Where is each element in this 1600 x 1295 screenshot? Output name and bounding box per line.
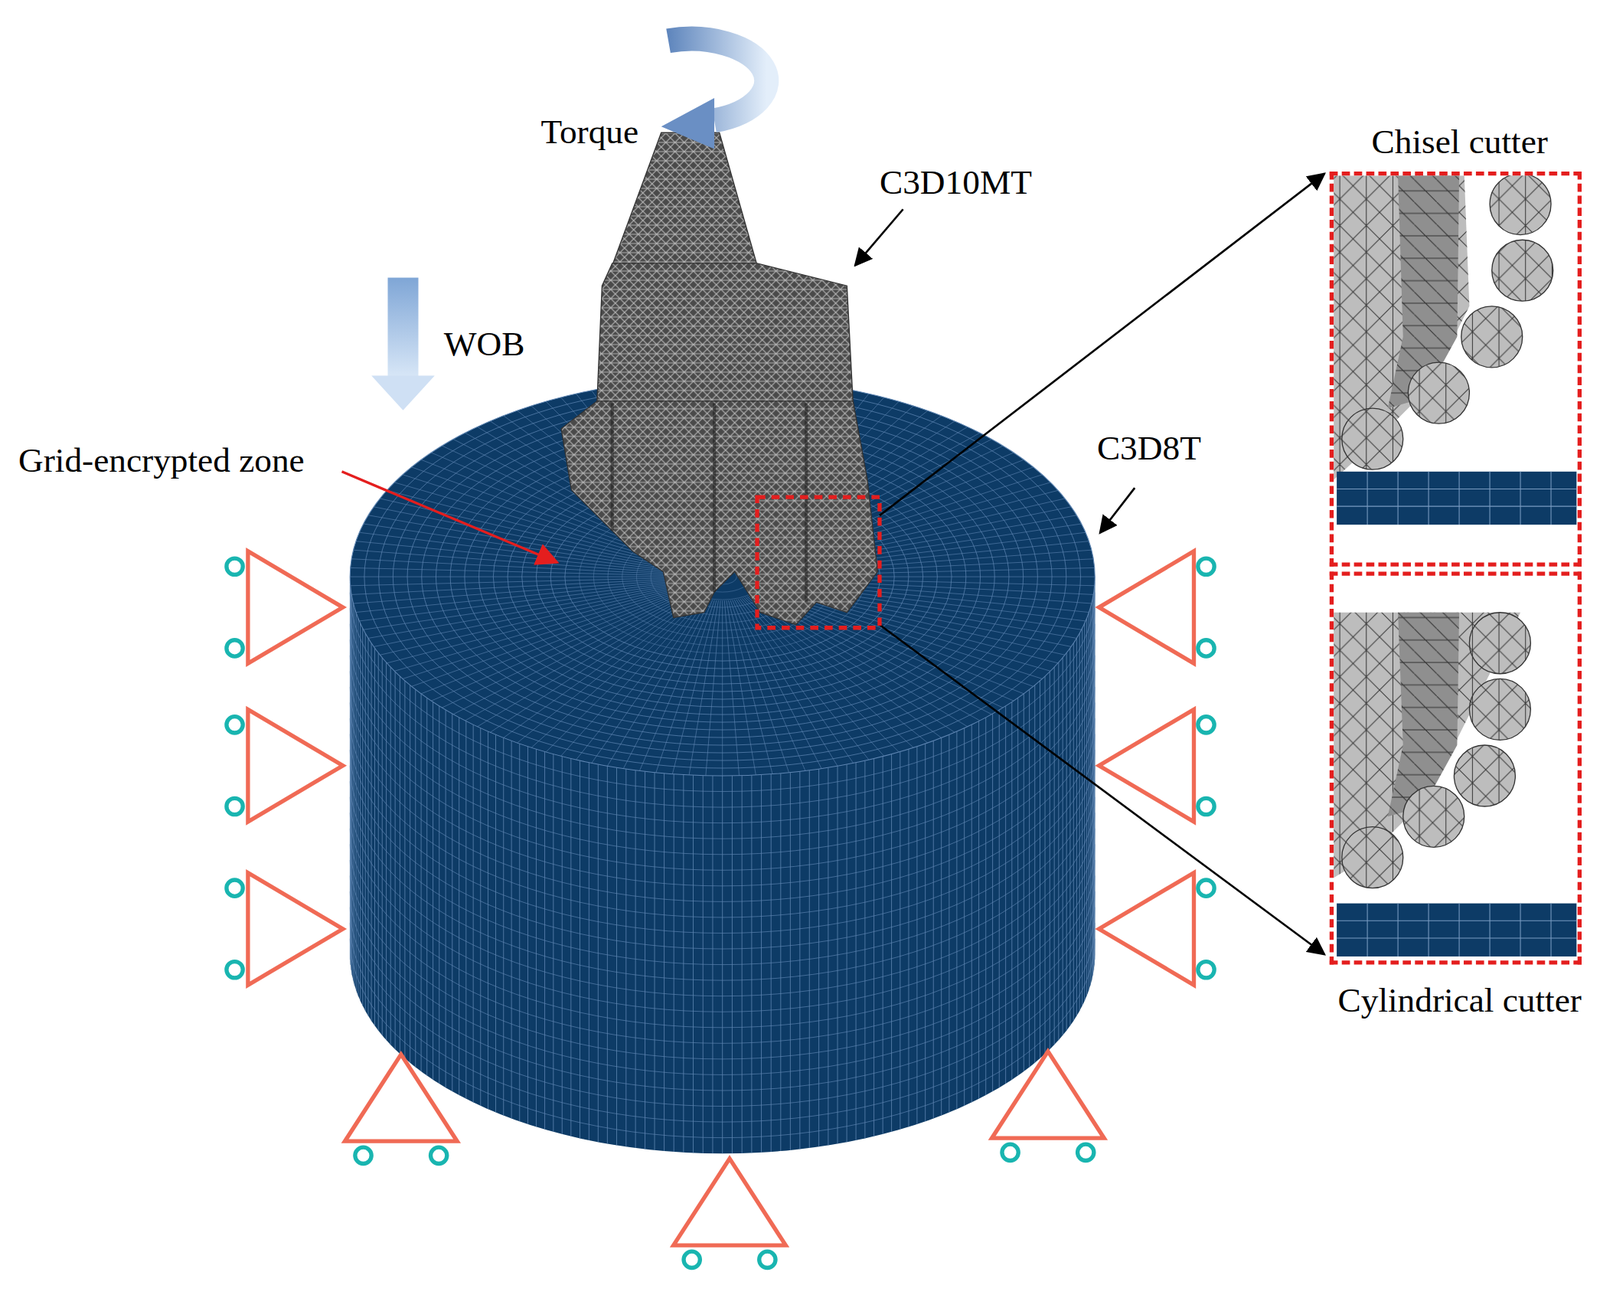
cylindrical-cutter-detail bbox=[1333, 612, 1577, 957]
inset-heading: Chisel cutter bbox=[1302, 122, 1600, 161]
pdc-bit bbox=[561, 132, 878, 624]
wob-arrow bbox=[371, 277, 435, 411]
inset-heading: Cylindrical cutter bbox=[1302, 980, 1600, 1019]
detail-inset: Chisel cutter bbox=[1329, 171, 1582, 567]
element-type-label: C3D8T bbox=[1097, 428, 1202, 467]
boundary-supports bbox=[226, 551, 1215, 1268]
leader-lines bbox=[342, 173, 1326, 955]
torque-arrow bbox=[661, 39, 768, 150]
load-label: WOB bbox=[444, 324, 526, 363]
element-type-label: C3D10MT bbox=[879, 163, 1032, 202]
detail-inset: Cylindrical cutter bbox=[1329, 571, 1582, 964]
load-label: Torque bbox=[540, 112, 639, 151]
chisel-cutter-detail bbox=[1333, 175, 1577, 525]
zone-label: Grid-encrypted zone bbox=[18, 440, 305, 480]
rock-cylinder bbox=[349, 377, 1095, 1153]
